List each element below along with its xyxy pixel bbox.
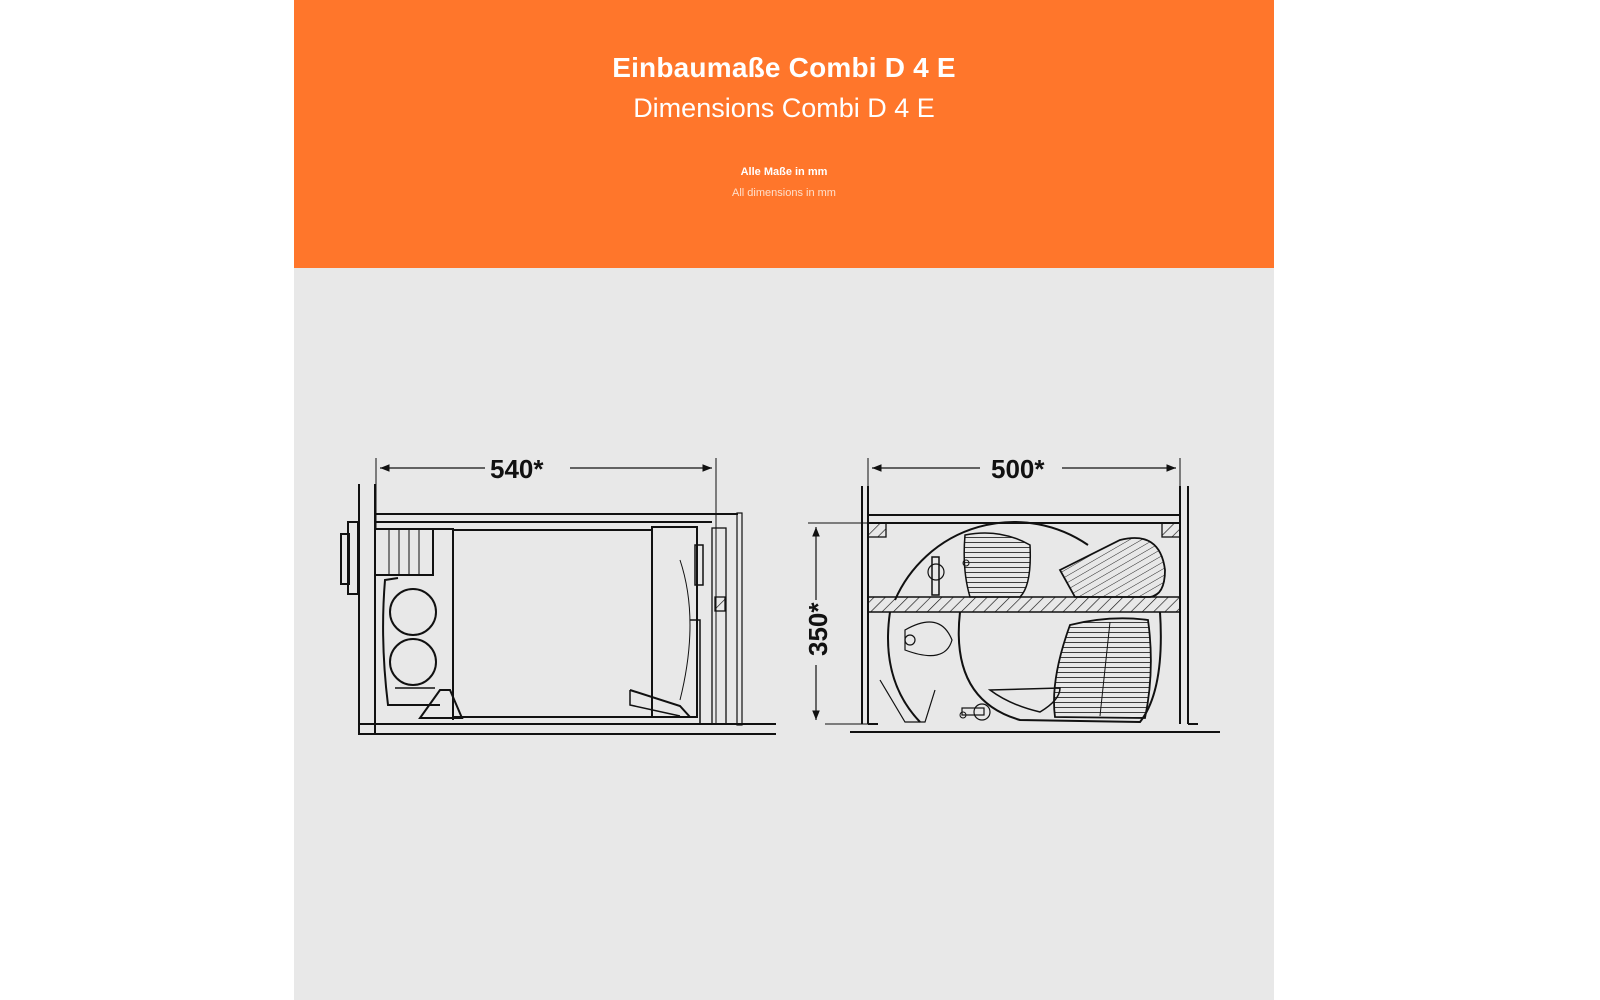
side-view-drawing [340,458,776,735]
front-height-label: 350* [803,602,833,656]
units-note-english: All dimensions in mm [732,187,836,199]
units-note-german: Alle Maße in mm [740,166,828,178]
header-banner: Einbaumaße Combi D 4 E Dimensions Combi … [294,0,1274,268]
front-view-drawing [808,458,1220,733]
title-german: Einbaumaße Combi D 4 E [612,52,956,83]
document-page: Einbaumaße Combi D 4 E Dimensions Combi … [294,0,1274,1000]
side-width-label: 540* [490,454,544,484]
front-width-label: 500* [991,454,1045,484]
title-english: Dimensions Combi D 4 E [633,93,935,123]
